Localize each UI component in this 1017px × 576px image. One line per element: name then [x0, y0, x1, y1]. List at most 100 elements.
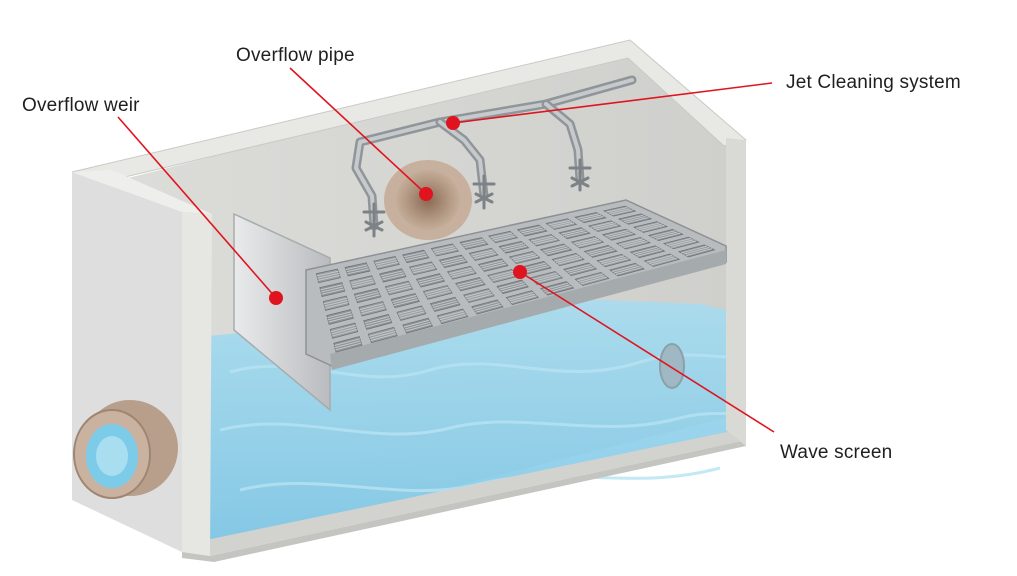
grating-fin — [545, 285, 572, 294]
grating-fin — [461, 238, 484, 245]
overflow-pipe-label: Overflow pipe — [236, 45, 355, 66]
callout-line-overflow-pipe — [289, 67, 427, 195]
grating-fin — [392, 295, 417, 302]
grating-fin — [599, 255, 625, 263]
outlet-opening — [659, 343, 685, 389]
grating-fin — [609, 232, 633, 240]
grating-fin — [481, 261, 505, 269]
callout-dots — [269, 116, 527, 305]
grating-fin — [426, 290, 452, 298]
grating-fin — [403, 319, 430, 328]
wave-screen-grating — [315, 205, 716, 353]
grating-fin — [565, 231, 588, 238]
grating-fin — [441, 258, 465, 265]
grating-fin — [567, 265, 593, 273]
callout-line-jet-cleaning — [452, 82, 773, 124]
wave-screen-label: Wave screen — [780, 442, 893, 463]
grating-fin — [542, 245, 566, 252]
grating-fin — [466, 291, 492, 300]
grating-fin — [432, 300, 458, 309]
grating-fin — [489, 270, 514, 278]
grating-fin — [365, 318, 391, 326]
grating-fin — [504, 245, 527, 252]
wave-screen-front-edge — [330, 250, 726, 370]
grating-fin — [593, 222, 616, 230]
grating-fin — [387, 284, 411, 292]
grating-fin — [474, 303, 501, 311]
grating-fin — [359, 303, 384, 311]
grating-fin — [328, 315, 353, 323]
grating-fin — [473, 252, 497, 260]
grating-fin — [580, 276, 607, 285]
callouts — [117, 67, 775, 433]
grating-fin — [410, 263, 433, 270]
inlet-pipe — [73, 400, 178, 499]
grating-fin — [519, 226, 541, 232]
grating-fin — [364, 316, 390, 324]
grating-fin — [324, 302, 349, 309]
grating-fin — [321, 288, 345, 295]
grating-fin — [417, 275, 441, 282]
grating-fin — [634, 247, 660, 256]
grating-fin — [510, 295, 537, 304]
grating-fin — [472, 251, 495, 258]
grating-fin — [514, 255, 539, 263]
grating-fin — [365, 320, 392, 328]
grating-fin — [433, 302, 459, 310]
grating-fin — [345, 264, 368, 271]
grating-fin — [648, 256, 675, 265]
grating-fin — [440, 314, 467, 323]
grating-fin — [586, 246, 611, 254]
grating-fin — [563, 230, 586, 237]
grating-fin — [533, 274, 559, 282]
grating-fin — [636, 222, 660, 229]
grating-fin — [511, 252, 535, 260]
grating-fin — [523, 264, 548, 272]
grating-fin — [386, 282, 410, 290]
grating-fin — [331, 326, 357, 335]
grating-fin — [456, 278, 481, 286]
grating-fin — [650, 257, 677, 266]
inlet-water-swirl — [96, 436, 128, 476]
grating-fin — [482, 263, 507, 271]
grating-fin — [374, 257, 397, 264]
grating-fin — [569, 267, 595, 275]
grating-fin — [623, 215, 647, 223]
grating-fin — [360, 305, 385, 313]
grating-fin — [534, 238, 558, 245]
grating-fin — [579, 214, 602, 221]
grating-fin — [561, 228, 584, 235]
grating-fin — [440, 256, 464, 263]
grating-fin — [492, 234, 514, 240]
grating-fin — [369, 331, 396, 339]
jet-cleaning-pipework — [351, 75, 637, 238]
grating-fin — [611, 209, 633, 216]
grating-fin — [532, 237, 556, 244]
grating-fin — [653, 231, 678, 239]
grating-fin — [493, 235, 516, 242]
grating-fin — [535, 275, 561, 284]
grating-fin — [327, 311, 352, 319]
grating-fin — [573, 237, 597, 245]
grating-fin — [638, 223, 662, 231]
grating-fin — [350, 277, 373, 284]
grating-fin — [418, 277, 443, 284]
grating-fin — [577, 273, 603, 282]
grating-fin — [590, 249, 615, 257]
grating-fin — [575, 238, 600, 246]
grating-fin — [552, 222, 575, 229]
grating-fin — [621, 214, 644, 221]
grating-fin — [435, 248, 457, 255]
grating-fin — [637, 249, 663, 257]
grating-fin — [317, 275, 340, 281]
grating-fin — [509, 293, 536, 302]
grating-fin — [611, 264, 638, 272]
grating-fin — [501, 284, 527, 293]
grating-fin — [685, 248, 713, 257]
grating-fin — [470, 249, 494, 256]
grating-fin — [646, 254, 673, 263]
grating-fin — [317, 272, 340, 279]
grating-fin — [666, 237, 692, 246]
grating-fin — [450, 269, 474, 276]
grating-fin — [532, 272, 557, 281]
